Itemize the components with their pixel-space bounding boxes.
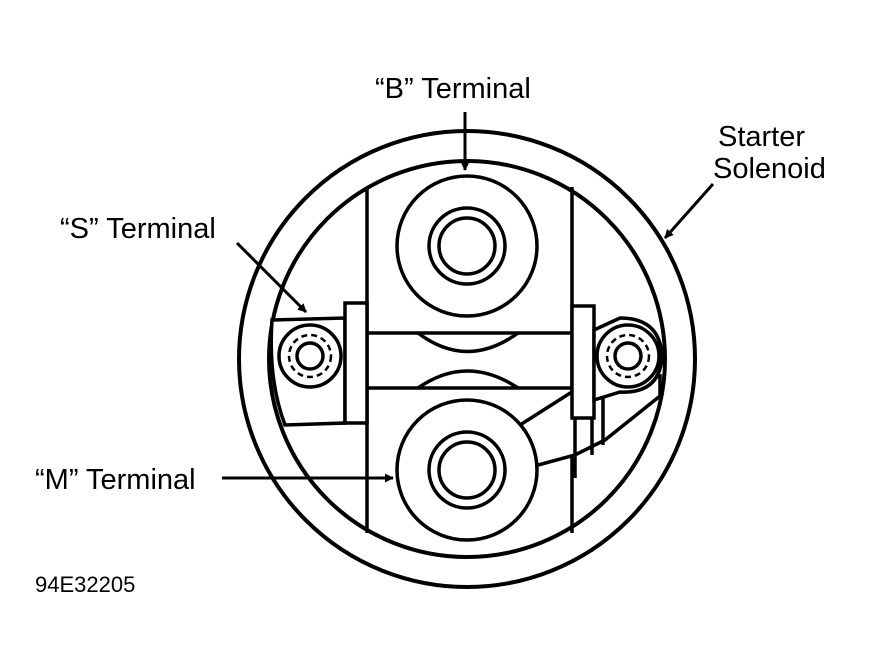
s-terminal: [269, 301, 369, 427]
b-terminal-label: “B” Terminal: [375, 73, 531, 105]
outer-ring: [237, 129, 697, 589]
starter-solenoid-arrow: [663, 183, 715, 239]
starter-label-line1: Starter: [718, 121, 805, 153]
b-terminal-stud: [395, 174, 539, 318]
starter-label-line2: Solenoid: [713, 153, 826, 185]
leader-arrows: [222, 112, 715, 483]
inner-ring: [267, 159, 667, 559]
figure-code: 94E32205: [35, 572, 135, 597]
right-terminal: [570, 304, 664, 420]
s-terminal-arrow: [235, 241, 308, 314]
solenoid-housing: [237, 129, 697, 589]
s-terminal-label: “S” Terminal: [60, 213, 216, 245]
m-terminal-stud: [395, 398, 539, 542]
m-terminal-label: “M” Terminal: [35, 464, 196, 496]
